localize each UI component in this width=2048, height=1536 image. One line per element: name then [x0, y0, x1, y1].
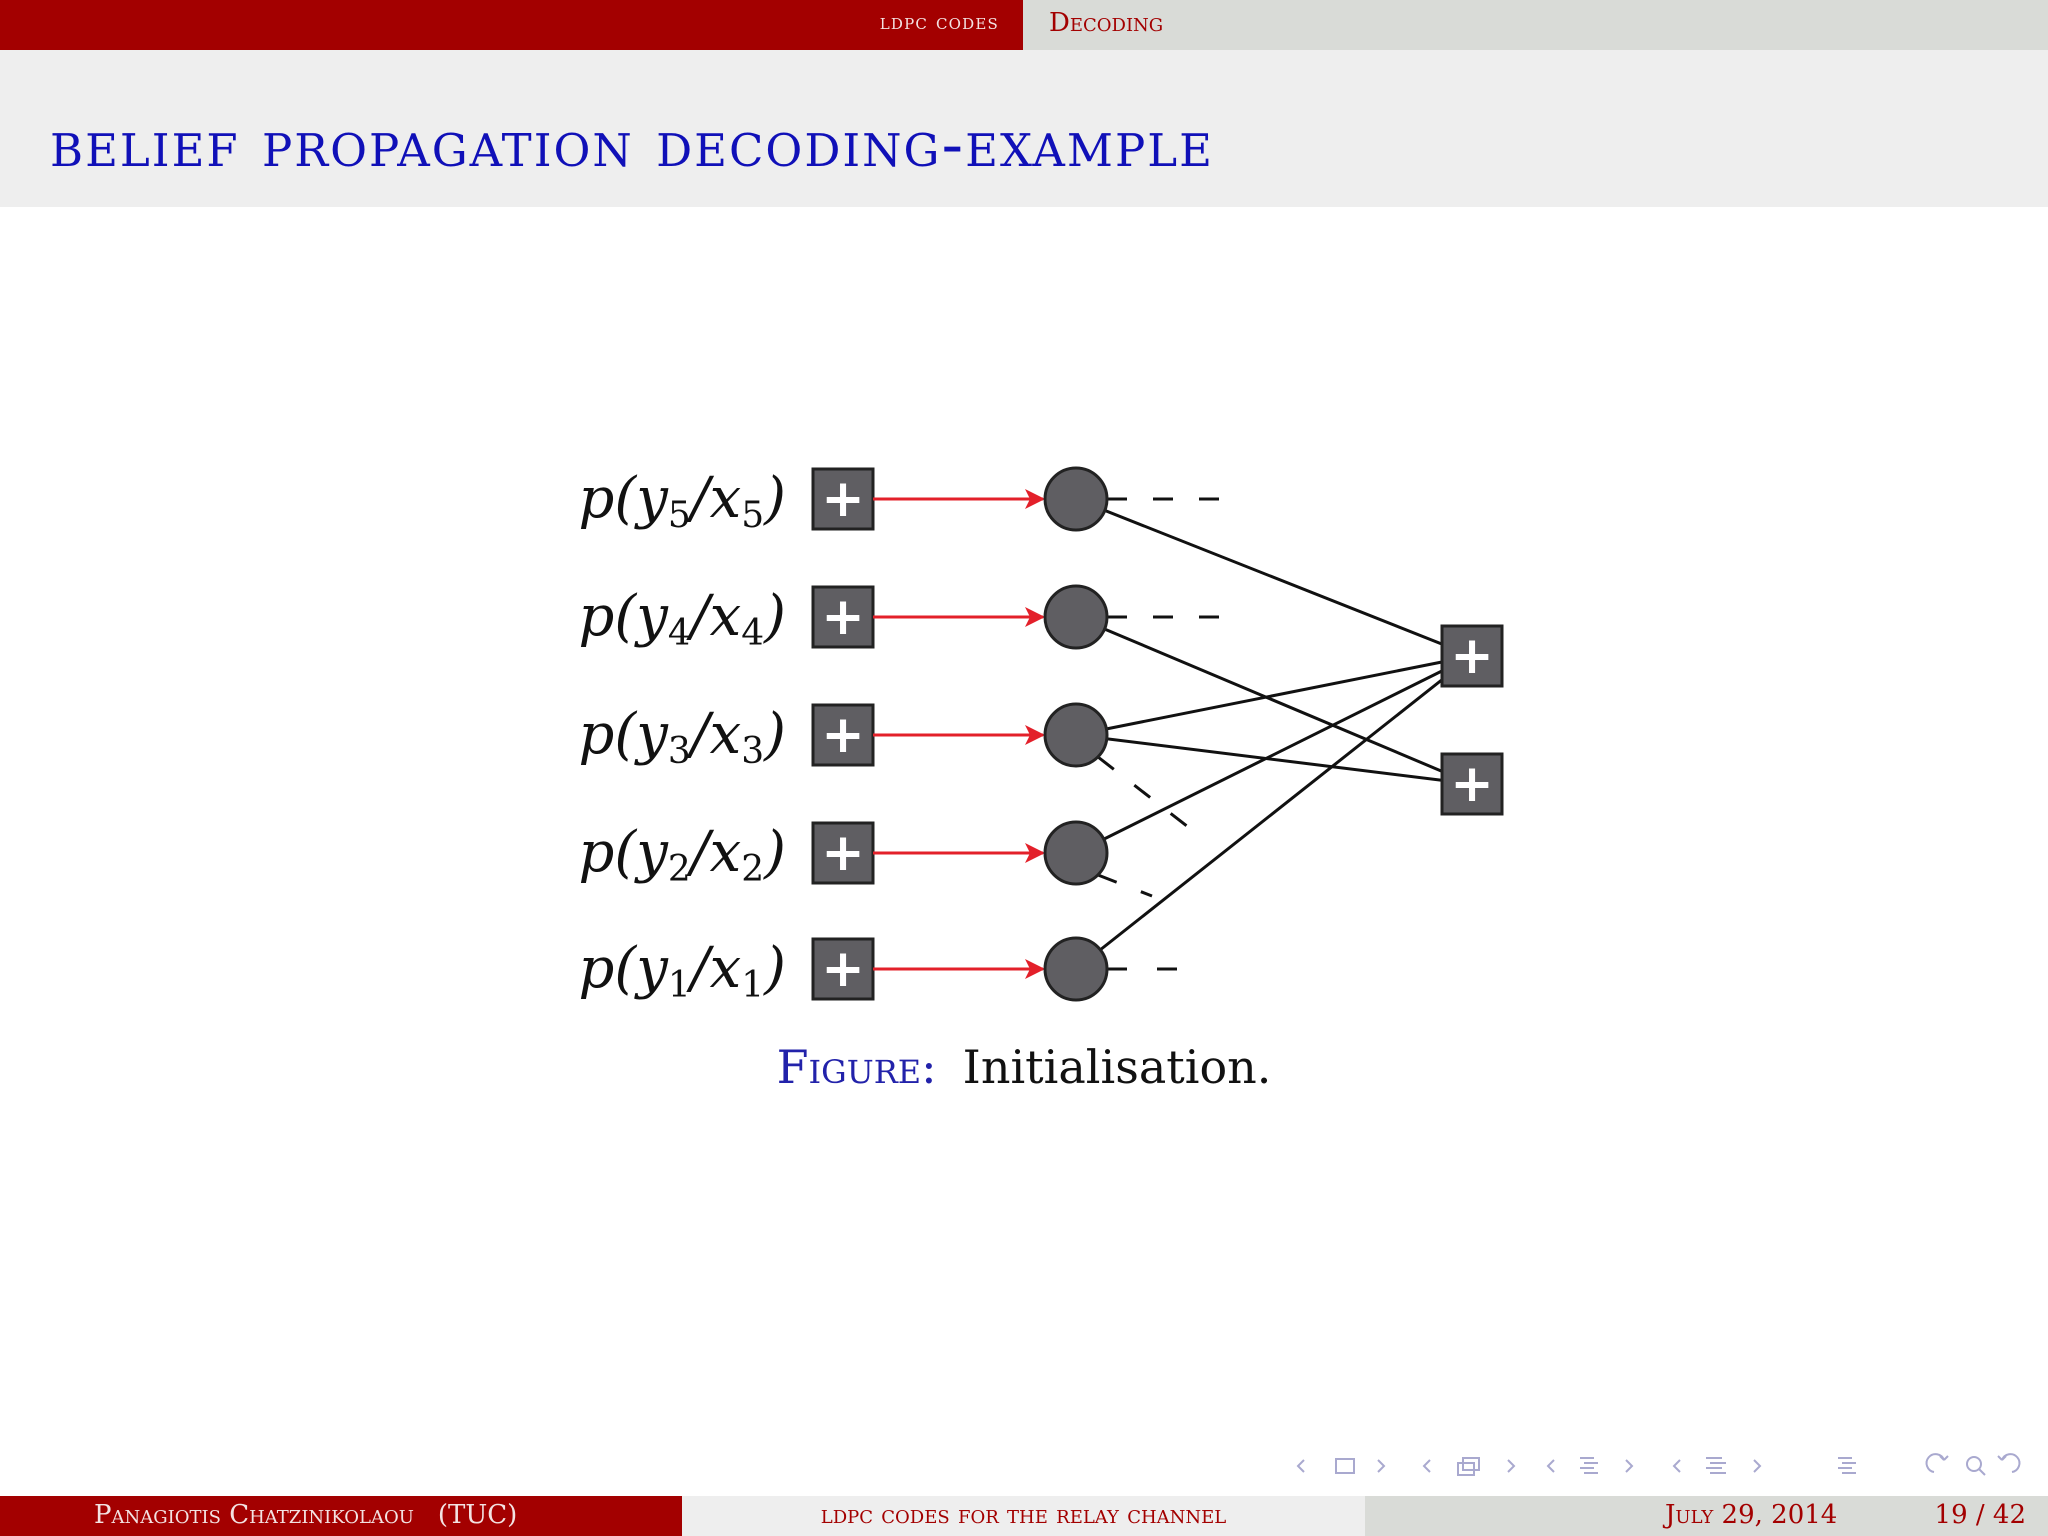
footer-short-title: ldpc codes for the relay channel [820, 1500, 1227, 1530]
channel-factor-node [811, 937, 875, 1001]
channel-likelihood-label: p(y4/x4) [579, 584, 786, 654]
variable-node [1043, 466, 1109, 532]
plus-icon: + [821, 705, 865, 765]
footer-date-box: July 29, 2014 19 / 42 [1365, 1496, 2048, 1536]
author-institute: (TUC) [437, 1500, 518, 1530]
section-link-ldpc-codes[interactable]: ldpc codes [879, 10, 999, 34]
plus-icon: + [821, 939, 865, 999]
check-node [1440, 624, 1504, 688]
footer-date: July 29, 2014 [1665, 1500, 1838, 1530]
plus-icon: + [821, 823, 865, 883]
channel-likelihood-label: p(y5/x5) [579, 466, 786, 536]
dashed-edge [1097, 755, 1193, 832]
variable-node [1043, 702, 1109, 768]
variable-node [1043, 936, 1109, 1002]
variable-node [1043, 820, 1109, 886]
appendix-nav-icon[interactable] [1838, 1457, 1856, 1474]
author-name: Panagiotis Chatzinikolaou [94, 1500, 414, 1530]
frame-nav-icon[interactable] [1296, 1458, 1386, 1474]
graph-edge [1075, 654, 1473, 855]
navigation-symbols [1296, 1453, 2021, 1476]
check-node [1440, 752, 1504, 816]
footer-author-box: Panagiotis Chatzinikolaou (TUC) [0, 1496, 682, 1536]
frame-title: belief propagation decoding-example [50, 108, 1214, 182]
presentation-nav-icon[interactable] [1672, 1457, 1762, 1474]
dashed-edge [1097, 873, 1153, 898]
caption-text: Initialisation. [962, 1040, 1272, 1094]
figure-caption: Figure: Initialisation. [0, 1040, 2048, 1094]
footer-author: Panagiotis Chatzinikolaou (TUC) [94, 1500, 517, 1530]
channel-likelihood-label: p(y1/x1) [579, 936, 786, 1006]
graph-edge [1075, 654, 1473, 971]
channel-factor-node [811, 703, 875, 767]
frame-title-band: belief propagation decoding-example [0, 50, 2048, 207]
subsection-link-decoding[interactable]: Decoding [1049, 8, 1164, 38]
back-forward-search-icon[interactable] [1925, 1453, 2021, 1476]
plus-icon: + [1450, 754, 1494, 814]
plus-icon: + [1450, 626, 1494, 686]
section-nav-left: ldpc codes [0, 0, 1023, 50]
section-nav-right: Decoding [1023, 0, 2048, 50]
footer: Panagiotis Chatzinikolaou (TUC) ldpc code… [0, 1496, 2048, 1536]
plus-icon: + [821, 469, 865, 529]
graph-edge [1075, 733, 1473, 786]
channel-likelihood-label: p(y3/x3) [579, 702, 786, 772]
figure-label: Figure: [776, 1040, 937, 1094]
page-number: 19 / 42 [1934, 1500, 2026, 1530]
variable-node [1043, 584, 1109, 650]
footer-title-box: ldpc codes for the relay channel [682, 1496, 1365, 1536]
plus-icon: + [821, 587, 865, 647]
graph-edge [1075, 654, 1473, 737]
graph-edge [1075, 615, 1473, 786]
factor-graph-diagram: p(y5/x5) + p(y4/x4) + p(y3/x3) + p(y2/x2) + p(y1… [579, 466, 1504, 1006]
top-navigation-bar: ldpc codes Decoding [0, 0, 2048, 50]
subsection-nav-icon[interactable] [1422, 1457, 1516, 1476]
section-nav-icon[interactable] [1546, 1457, 1634, 1474]
channel-likelihood-label: p(y2/x2) [579, 820, 786, 890]
graph-edge [1075, 497, 1473, 658]
